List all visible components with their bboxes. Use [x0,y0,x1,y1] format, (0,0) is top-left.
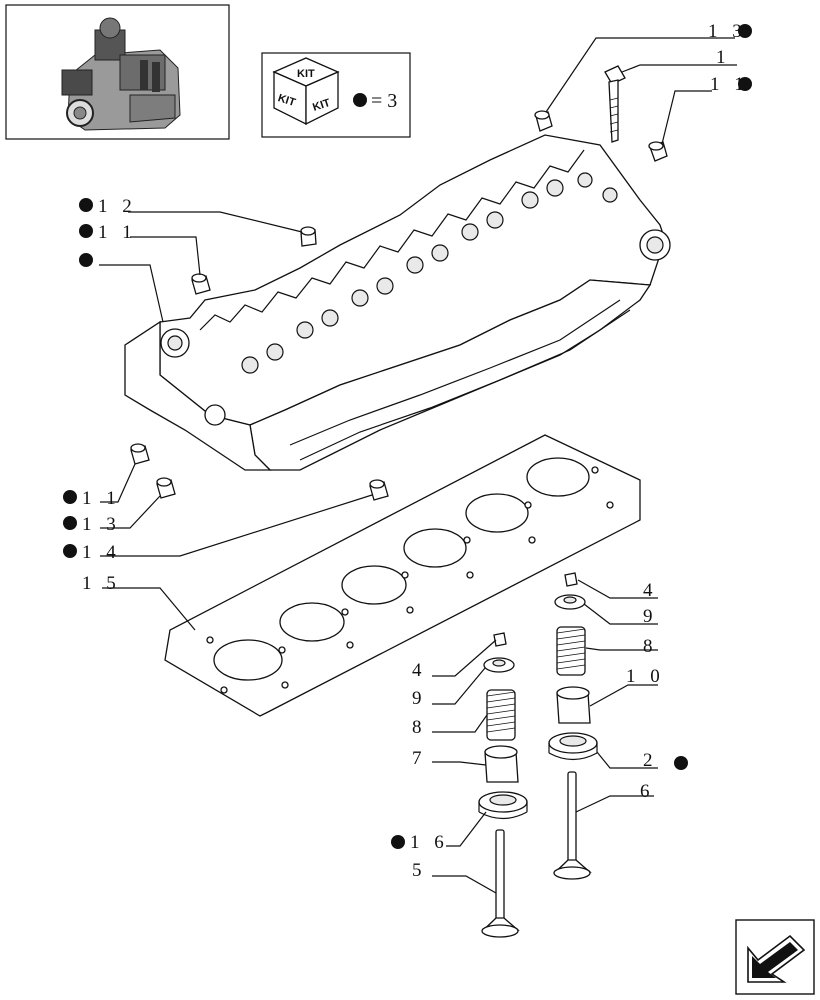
gasket-holes [206,466,614,694]
gasket-bores [213,457,590,681]
intake-valve-5[interactable] [481,829,520,938]
kit-marker-dot [391,835,405,849]
callout-1: 1 [716,47,731,68]
callout-6: 6 [640,781,655,802]
kit-legend: KIT KIT KIT = 3 [261,52,411,138]
valve-seat-16[interactable] [478,791,528,820]
kit-marker-dot [738,77,752,91]
dowel-pin-11-mid[interactable] [191,273,211,295]
kit-top-label: KIT [297,68,315,80]
callout-13-low: 1 3 [82,514,121,535]
callout-7: 7 [412,748,427,769]
valve-spring-8-right[interactable] [556,626,586,676]
kit-marker-dot [353,93,367,107]
exhaust-valve-6[interactable] [553,771,592,880]
kit-marker-dot [738,24,752,38]
kit-marker-dot [674,756,688,770]
valve-seal-10[interactable] [556,686,591,724]
head-bolt-1[interactable] [604,65,626,143]
leader-lines [99,37,737,894]
arrow-down-left-icon [747,934,806,983]
callout-5: 5 [412,860,427,881]
callout-15: 1 5 [82,573,121,594]
callout-14: 1 4 [82,542,121,563]
dowel-pin-11-top[interactable] [648,141,668,162]
callout-9-right: 9 [643,606,658,627]
callout-16: 1 6 [410,832,449,853]
engine-thumbnail[interactable] [5,4,230,140]
callout-12: 1 2 [98,196,137,217]
callout-11-low: 1 1 [82,488,121,509]
kit-marker-dot [79,224,93,238]
callout-labels: 1 3 1 1 1 1 2 1 1 1 1 1 3 1 4 1 5 4 9 8 … [63,21,752,881]
valve-ports [241,172,618,374]
cylinder-head[interactable] [124,134,671,471]
kit-marker-dot [63,544,77,558]
valve-spring-8-left[interactable] [486,689,516,741]
kit-marker-dot [63,490,77,504]
dowel-pin-14[interactable] [369,479,389,501]
page-nav-button[interactable] [735,919,815,995]
kit-marker-dot [79,253,93,267]
callout-8-right: 8 [643,636,658,657]
kit-cube-icon: KIT KIT KIT [272,57,340,126]
kit-right-label: KIT [311,97,332,114]
callout-8-left: 8 [412,717,427,738]
dowel-pin-11-low[interactable] [130,443,150,465]
kit-left-label: KIT [276,92,297,109]
dowel-pin-13-low[interactable] [156,477,176,499]
callout-2: 2 [643,750,658,771]
callout-4-right: 4 [643,580,658,601]
spring-retainer-9-right[interactable] [554,594,586,610]
callout-13-top: 1 3 [708,21,747,42]
callout-11-mid: 1 1 [98,222,137,243]
callout-4-left: 4 [412,660,427,681]
callout-10: 1 0 [626,666,665,687]
head-gasket[interactable] [164,434,641,717]
valve-cotter-4-left[interactable] [493,632,507,647]
valve-cotter-4-right[interactable] [564,572,578,587]
engine-icon [61,17,181,131]
kit-marker-dot [79,198,93,212]
valve-seat-2[interactable] [548,732,598,761]
kit-marker-dot [63,516,77,530]
dowel-pin-13-top[interactable] [534,110,553,132]
callout-11-top: 1 1 [710,74,749,95]
kit-equals-text: = 3 [371,90,397,112]
valve-seal-7[interactable] [484,745,519,783]
dowel-pin-12[interactable] [300,226,317,247]
spring-retainer-9-left[interactable] [483,657,515,673]
callout-9-left: 9 [412,688,427,709]
